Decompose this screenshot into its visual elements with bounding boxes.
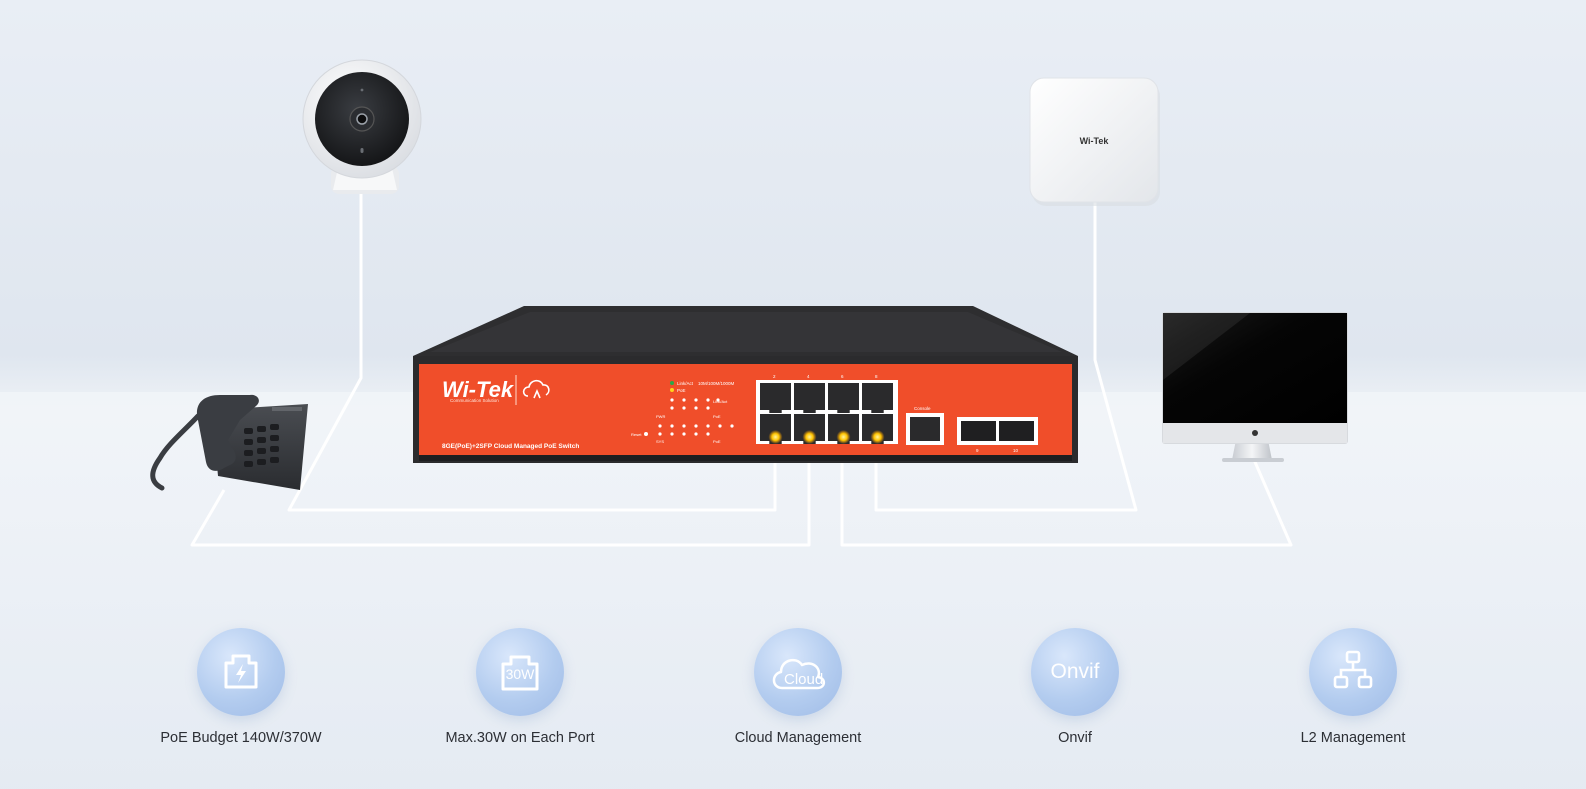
feature-label: Onvif <box>1058 730 1092 746</box>
feature-label: Cloud Management <box>734 730 862 746</box>
feature-onvif: Onvif Onvif <box>965 628 1185 746</box>
rj45-port[interactable] <box>760 414 791 444</box>
cable-phone <box>190 430 811 547</box>
rj45-port[interactable] <box>794 414 825 444</box>
feature-circle: 30W <box>476 628 564 716</box>
console-port[interactable] <box>910 417 940 441</box>
port-label-8: 8 <box>875 374 878 379</box>
feature-cloud-management: Cloud Cloud Management <box>688 628 908 746</box>
rj45-ports <box>760 383 893 444</box>
ip-camera <box>302 59 422 194</box>
poe-glow-indicator <box>870 430 885 444</box>
switch-model-text: 8GE(PoE)+2SFP Cloud Managed PoE Switch <box>442 443 579 450</box>
rj45-port[interactable] <box>828 414 859 444</box>
console-label: Console <box>914 406 931 411</box>
cable-monitor <box>840 430 1293 547</box>
led-pwr-label: PWR <box>656 414 665 419</box>
led-link-label: Link/Act <box>713 399 728 404</box>
desk-telephone <box>150 394 308 491</box>
reset-button[interactable] <box>644 432 648 436</box>
cables <box>190 190 1293 547</box>
onvif-icon: Onvif <box>1050 660 1100 683</box>
reset-label: Reset <box>631 432 642 437</box>
feature-circle: Cloud <box>754 628 842 716</box>
feature-list: PoE Budget 140W/370W 30W Max.30W on Each… <box>0 628 1586 778</box>
cloud-logo-icon <box>522 379 550 399</box>
poe-glow-indicator <box>836 430 851 444</box>
feature-poe-budget: PoE Budget 140W/370W <box>131 628 351 746</box>
feature-label: PoE Budget 140W/370W <box>160 730 322 746</box>
led-legend-poe: PoE <box>677 388 686 393</box>
feature-max-30w: 30W Max.30W on Each Port <box>410 628 630 746</box>
poe-glow-indicator <box>802 430 817 444</box>
switch-brand-subtitle: Communication Solution <box>450 398 499 403</box>
led-legend-link: Link/Act <box>677 381 694 386</box>
sfp-label-9: 9 <box>976 448 979 453</box>
network-tree-icon <box>1331 648 1375 697</box>
sfp-port-9[interactable] <box>961 421 996 441</box>
led-sys-label: SYS <box>656 439 664 444</box>
port-label-4: 4 <box>807 374 810 379</box>
poe-switch: Wi-Tek Communication Solution 8GE(PoE)+2… <box>413 306 1078 463</box>
port-30w-text: 30W <box>505 666 535 682</box>
feature-circle: Onvif <box>1031 628 1119 716</box>
wireless-access-point: Wi-Tek <box>1029 77 1160 206</box>
feature-circle <box>1309 628 1397 716</box>
cable-access-point <box>874 198 1138 512</box>
sfp-label-10: 10 <box>1013 448 1019 453</box>
rj45-port[interactable] <box>828 383 859 413</box>
sfp-port-10[interactable] <box>999 421 1034 441</box>
rj45-port[interactable] <box>794 383 825 413</box>
led-legend-speed: 10M/100M/1000M <box>698 381 735 386</box>
rj45-port[interactable] <box>760 383 791 413</box>
led-poe-label-2: PoE <box>713 439 721 444</box>
cable-camera <box>287 190 777 512</box>
poe-glow-indicator <box>768 430 783 444</box>
poe-budget-icon <box>218 647 264 698</box>
desktop-monitor <box>1162 312 1348 462</box>
led-matrix <box>658 398 734 436</box>
port-label-6: 6 <box>841 374 844 379</box>
feature-l2-management: L2 Management <box>1243 628 1463 746</box>
port-label-2: 2 <box>773 374 776 379</box>
feature-label: Max.30W on Each Port <box>445 730 595 746</box>
cloud-icon-text: Cloud <box>784 671 824 688</box>
rj45-port[interactable] <box>862 414 893 444</box>
feature-label: L2 Management <box>1300 730 1406 746</box>
feature-circle <box>197 628 285 716</box>
rj45-port[interactable] <box>862 383 893 413</box>
switch-brand-logo: Wi-Tek <box>442 377 515 402</box>
port-30w-icon: 30W <box>497 649 543 695</box>
cloud-icon: Cloud <box>768 650 828 694</box>
access-point-brand: Wi-Tek <box>1080 136 1110 146</box>
led-poe-label: PoE <box>713 414 721 419</box>
